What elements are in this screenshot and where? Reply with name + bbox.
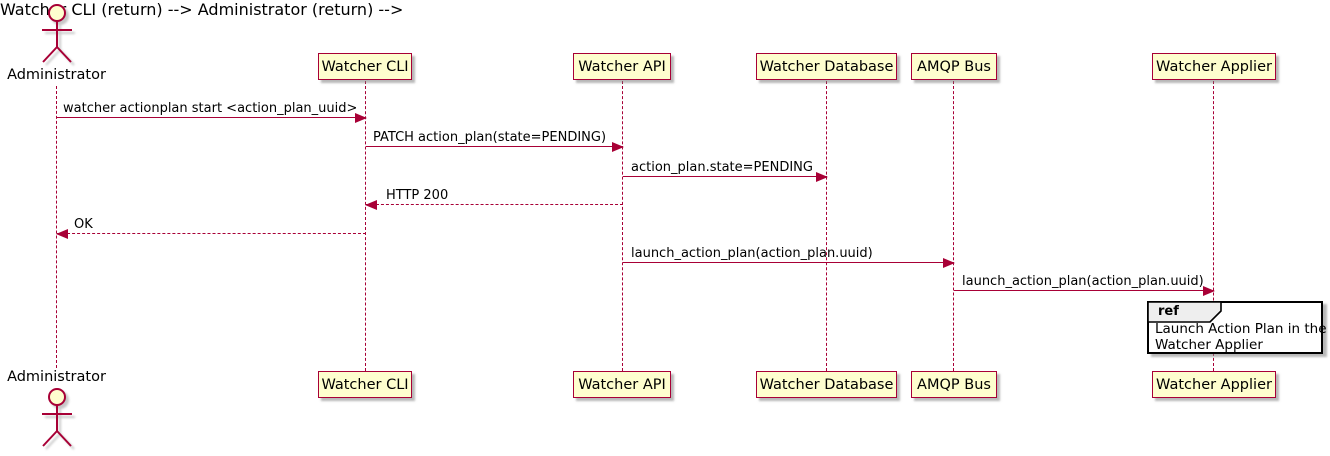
ref-body-line-2: Watcher Applier: [1155, 337, 1263, 353]
participant-watcher-applier-top: Watcher Applier: [1152, 53, 1276, 80]
arrow-line: [954, 290, 1214, 291]
arrowhead-right-icon: [1203, 285, 1215, 296]
arrowhead-right-icon: [943, 257, 955, 268]
participant-watcher-cli-top: Watcher CLI: [318, 53, 412, 80]
lifeline-watcher-database: [826, 81, 827, 371]
message-6-label: launch_action_plan(action_plan.uuid): [631, 246, 873, 261]
arrow-line: [57, 117, 366, 118]
message-3-label: action_plan.state=PENDING: [631, 160, 813, 175]
actor-administrator-bottom-icon: [42, 388, 72, 447]
lifeline-watcher-cli: [365, 81, 366, 371]
message-2-label: PATCH action_plan(state=PENDING): [373, 130, 607, 145]
lifeline-watcher-applier: [1213, 81, 1214, 371]
participant-watcher-cli-bottom: Watcher CLI: [318, 371, 412, 398]
arrow-line: [366, 204, 623, 205]
message-5-label: OK: [74, 217, 93, 232]
lifeline-amqp-bus: [953, 81, 954, 371]
message-1-label: watcher actionplan start <action_plan_uu…: [63, 101, 358, 116]
message-4-label: HTTP 200: [386, 188, 449, 203]
ref-keyword: ref: [1158, 304, 1179, 319]
message-7-label: launch_action_plan(action_plan.uuid): [962, 274, 1204, 289]
arrowhead-right-icon: [355, 112, 367, 123]
ref-fragment: ref Launch Action Plan in the Watcher Ap…: [1147, 301, 1327, 354]
participant-watcher-applier-bottom: Watcher Applier: [1152, 371, 1276, 398]
actor-administrator-top-label: Administrator: [7, 67, 106, 83]
arrow-line: [623, 262, 954, 263]
arrowhead-right-icon: [816, 171, 828, 182]
arrowhead-left-icon: [365, 199, 377, 210]
participant-watcher-database-bottom: Watcher Database: [756, 371, 897, 398]
participant-amqp-bus-bottom: AMQP Bus: [911, 371, 997, 398]
participant-watcher-database-top: Watcher Database: [756, 53, 897, 80]
participant-amqp-bus-top: AMQP Bus: [911, 53, 997, 80]
arrow-line: [623, 176, 827, 177]
actor-administrator-bottom-label: Administrator: [7, 369, 106, 385]
participant-watcher-api-bottom: Watcher API: [573, 371, 671, 398]
ref-tab-icon: [1147, 301, 1222, 323]
lifeline-watcher-api: [622, 81, 623, 371]
ref-body-line-1: Launch Action Plan in the: [1155, 321, 1327, 337]
arrowhead-left-icon: [56, 228, 68, 239]
participant-watcher-api-top: Watcher API: [573, 53, 671, 80]
arrow-line: [366, 146, 623, 147]
lifeline-administrator: [56, 86, 57, 368]
arrow-line: [57, 233, 366, 234]
arrowhead-right-icon: [612, 141, 624, 152]
actor-administrator-top-icon: [42, 4, 72, 63]
